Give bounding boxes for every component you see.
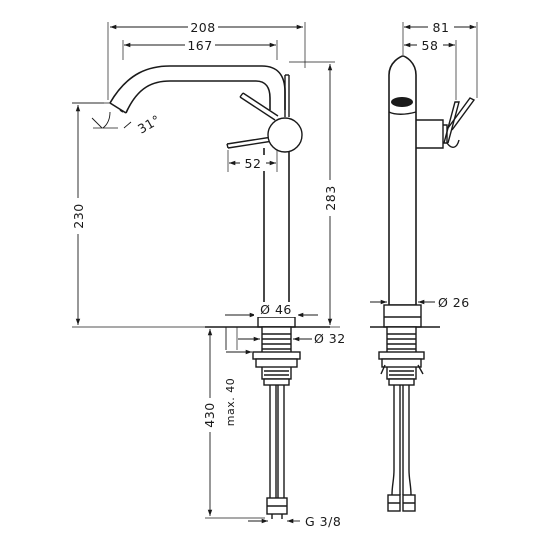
dim-side-width: 81 xyxy=(433,20,450,35)
dim-lever-offset: 52 xyxy=(245,156,262,171)
handle-hub xyxy=(267,117,303,153)
dim-hose-length: 430 xyxy=(202,402,217,427)
side-view xyxy=(370,55,476,512)
side-dimensions: 81 58 Ø 26 xyxy=(370,19,478,310)
side-base xyxy=(370,304,440,386)
dim-height-to-spout: 230 xyxy=(71,203,86,228)
aerator-outlet xyxy=(391,97,413,107)
spout xyxy=(109,65,286,114)
dim-side-handle: 58 xyxy=(422,38,439,53)
side-hoses xyxy=(387,385,416,512)
dim-spout-angle: 31° xyxy=(135,112,163,137)
side-lever xyxy=(443,97,476,148)
dim-overall-width: 208 xyxy=(190,20,215,35)
dim-connection: G 3/8 xyxy=(305,514,341,529)
side-body xyxy=(388,55,448,306)
supply-hoses xyxy=(266,385,288,519)
dim-base-diameter: Ø 46 xyxy=(260,302,292,317)
dim-spout-reach: 167 xyxy=(187,38,212,53)
body-column xyxy=(263,148,290,306)
dim-total-height: 283 xyxy=(323,185,338,210)
front-dimensions: 208 167 31° 230 52 283 xyxy=(70,18,346,529)
dim-max-deck: max. 40 xyxy=(224,378,237,426)
lever-handle xyxy=(226,74,303,153)
dim-shank-diameter: Ø 32 xyxy=(314,331,346,346)
dim-body-diameter: Ø 26 xyxy=(438,295,470,310)
